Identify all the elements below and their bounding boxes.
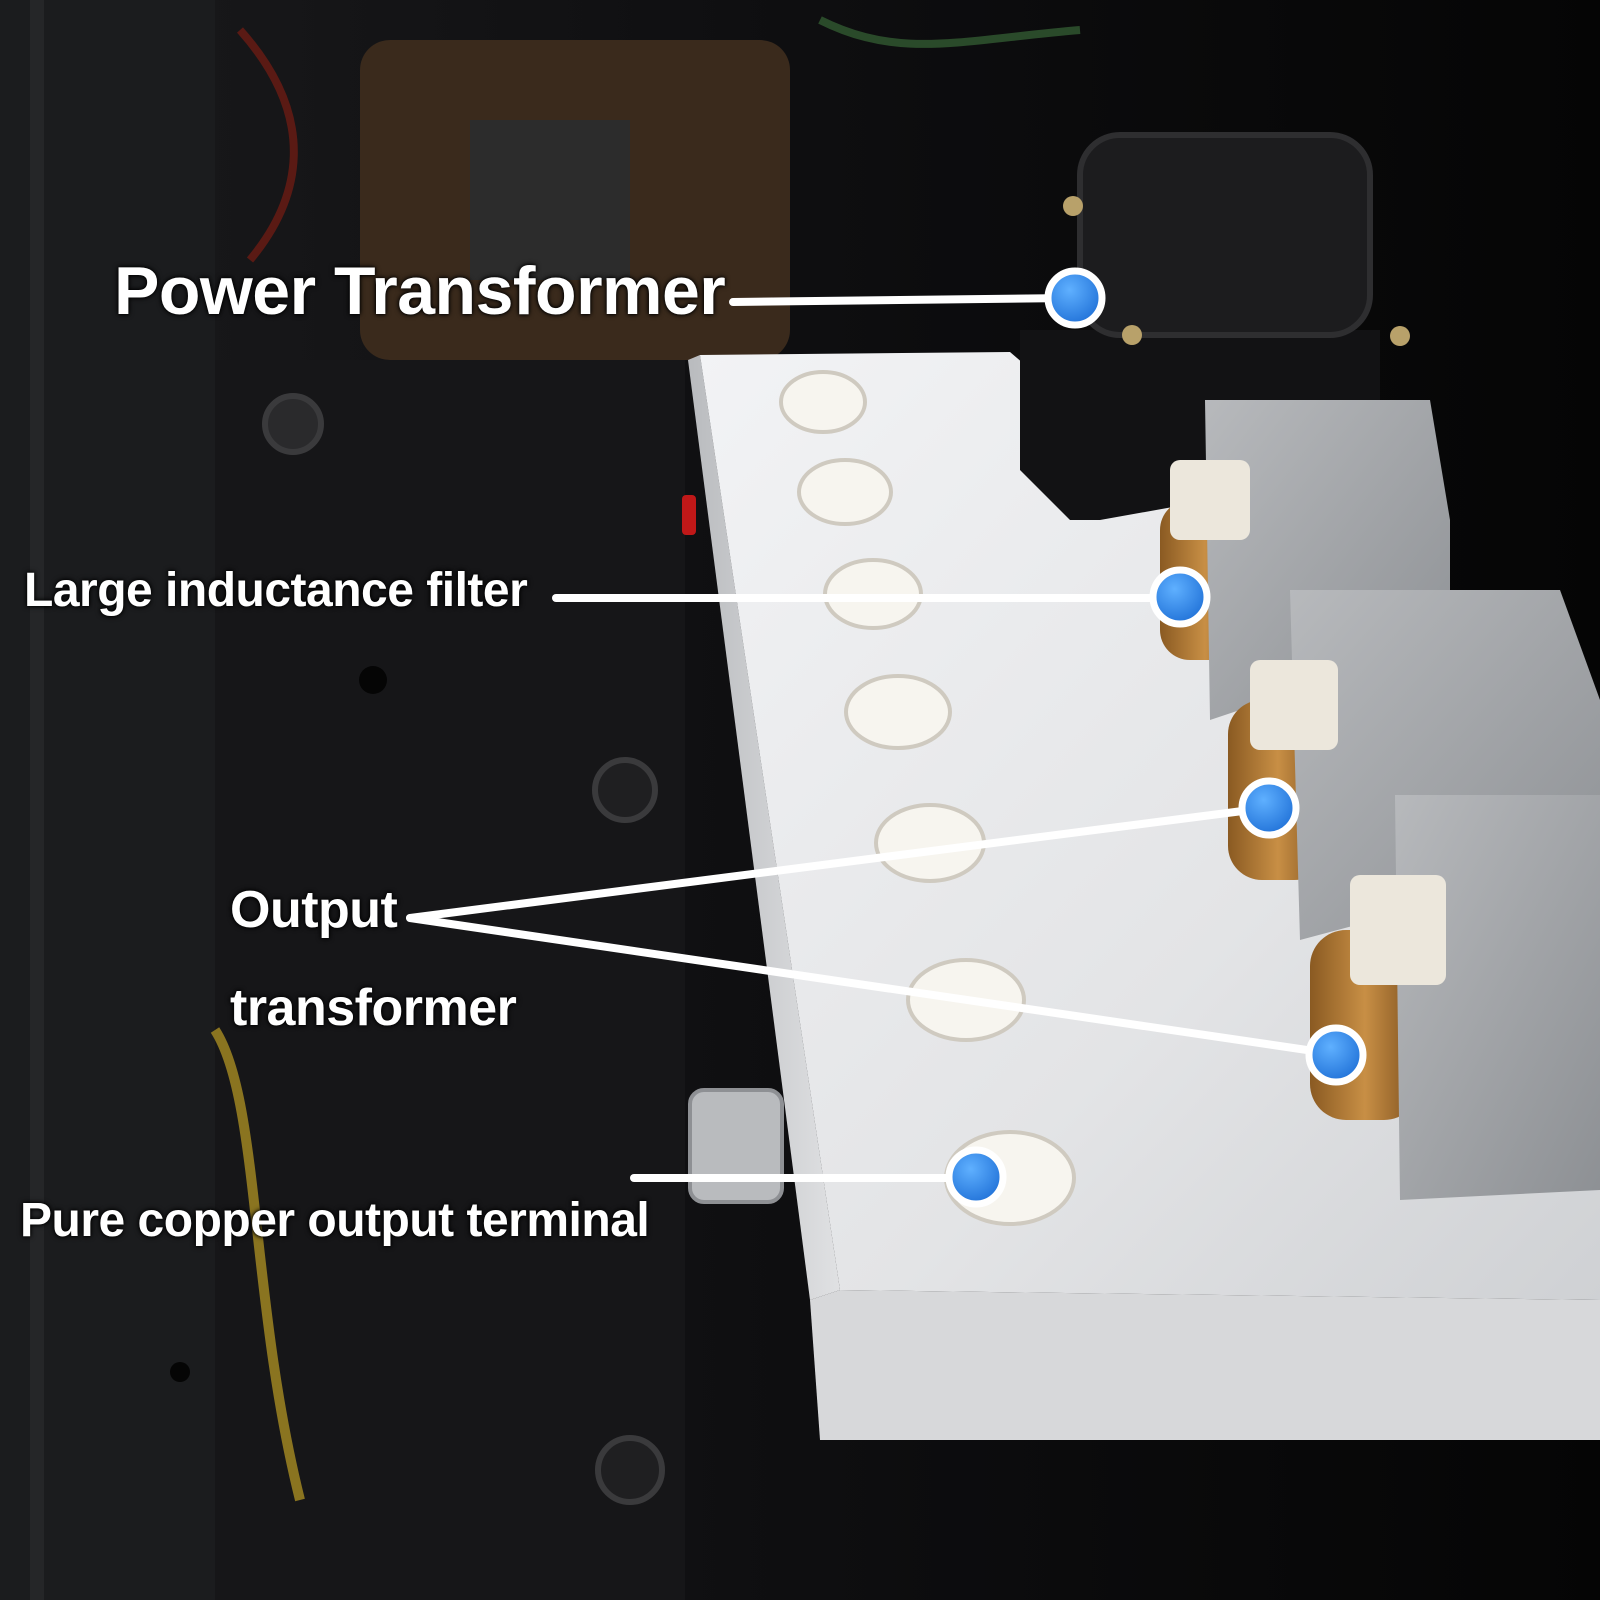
left-panel-edge <box>30 0 44 1600</box>
background-wires <box>210 1027 305 1502</box>
chassis-front-side <box>688 355 840 1300</box>
output-transformer-shield <box>1395 795 1600 1200</box>
label-output-terminal: Pure copper output terminal <box>20 1194 650 1247</box>
power-transformer-cover <box>1077 132 1373 338</box>
marker-power-transformer <box>1044 267 1106 329</box>
transformer-bolt <box>1122 325 1142 345</box>
background-hole <box>170 1362 190 1382</box>
background-jack <box>592 757 658 823</box>
leader-line-power-transformer <box>729 294 1076 306</box>
callout-markers <box>945 267 1367 1208</box>
marker-output-transformer-1 <box>1238 777 1300 839</box>
choke-terminals <box>1170 460 1250 540</box>
tube-socket <box>779 370 867 434</box>
rear-board <box>215 360 685 1600</box>
background-label-sticker <box>470 120 630 280</box>
background-jack <box>595 1435 665 1505</box>
volume-knob <box>688 1088 784 1204</box>
output-transformer-terminals <box>1350 875 1446 985</box>
marker-output-terminal <box>945 1146 1007 1208</box>
marker-inductance-filter <box>1149 566 1211 628</box>
background-wires <box>818 16 1081 48</box>
background-knob <box>262 393 324 455</box>
label-output-transformer-line1: Output <box>230 881 398 939</box>
background-wires <box>237 27 298 263</box>
leader-lines <box>406 294 1338 1182</box>
transformer-bolt <box>1390 326 1410 346</box>
label-output-transformer-line2: transformer <box>230 979 517 1037</box>
leader-line-output-transformer-lower <box>406 914 1338 1058</box>
tube-socket <box>797 458 893 526</box>
label-power-transformer: Power Transformer <box>114 253 726 329</box>
leader-line-output-transformer-upper <box>406 804 1270 922</box>
marker-output-transformer-2 <box>1305 1024 1367 1086</box>
chassis-bottom-rim <box>810 1290 1600 1440</box>
transformer-bolt <box>1063 196 1083 216</box>
label-inductance-filter: Large inductance filter <box>24 564 528 617</box>
power-switch <box>682 495 696 535</box>
background-hole <box>359 666 387 694</box>
output-transformer-terminals <box>1250 660 1338 750</box>
tube-socket <box>844 674 952 750</box>
